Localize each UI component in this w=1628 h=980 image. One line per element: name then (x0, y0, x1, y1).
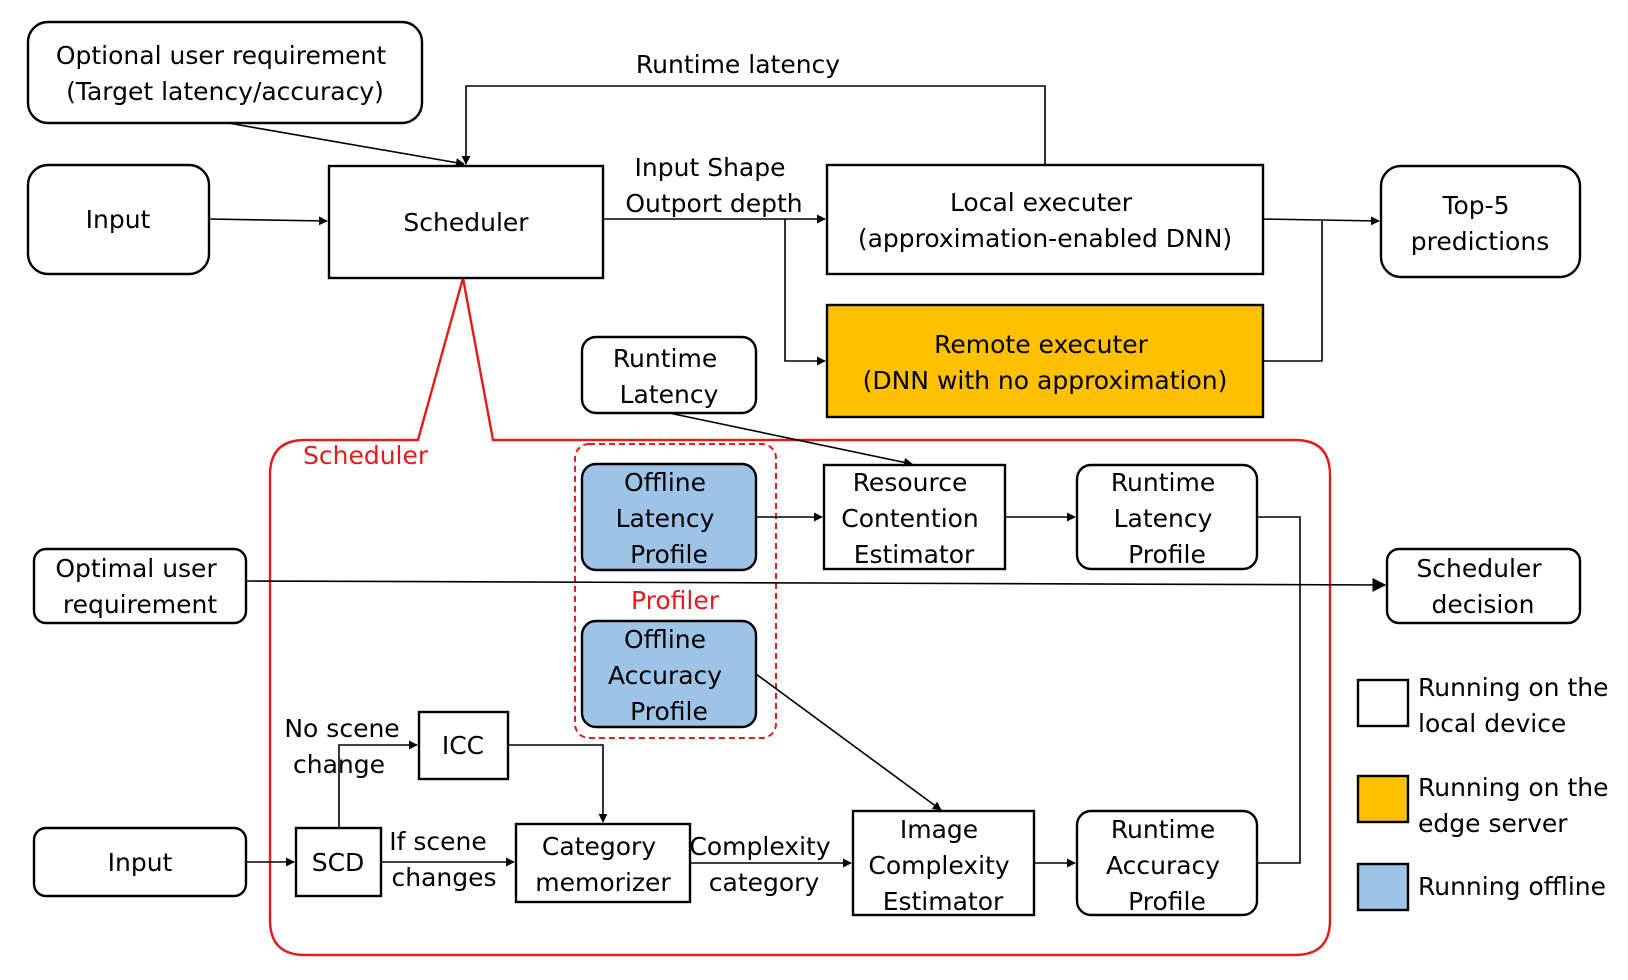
runtime-latency-profile-label: Runtime Latency Profile (1111, 468, 1223, 569)
top5-predictions-label: Top-5 predictions (1411, 191, 1549, 256)
arrow-input-to-scheduler (208, 216, 328, 226)
resource-contention-estimator-label: Resource Contention Estimator (841, 468, 986, 569)
scd-box (294, 826, 383, 898)
arrow-scd-to-icc (338, 740, 418, 828)
optimal-user-requirement-label: Optimal user requirement (55, 554, 224, 619)
input-label-bottom: Input (108, 848, 173, 877)
image-complexity-estimator-box (851, 809, 1036, 917)
image-complexity-estimator-label: Image Complexity Estimator (868, 815, 1017, 916)
remote-executer-box (825, 303, 1265, 419)
arrow-runtime-latency-to-contention (668, 412, 913, 467)
runtime-latency-input-label: Runtime Latency (613, 344, 725, 409)
arrow-user-req-to-scheduler (227, 122, 465, 168)
optional-user-requirement-box (26, 20, 424, 125)
scheduler-box (327, 164, 605, 280)
no-scene-change-label: No scene change (284, 714, 407, 779)
legend-edge-swatch (1356, 774, 1410, 824)
category-memorizer-box (514, 822, 692, 904)
icc-box (417, 710, 510, 781)
resource-contention-estimator-box (822, 463, 1007, 571)
scheduler-decision-box (1385, 547, 1582, 625)
category-memorizer-label: Category memorizer (535, 832, 671, 897)
complexity-category-label: Complexity category (689, 832, 838, 897)
scd-label: SCD (312, 848, 365, 877)
if-scene-changes-label: If scene changes (389, 827, 496, 892)
line-remote-to-top5 (1263, 221, 1323, 362)
local-executer-box (825, 163, 1265, 276)
arrow-offline-accuracy-to-image-complexity (755, 673, 942, 811)
scheduler-detail-label: Scheduler (303, 441, 429, 470)
input-label-top: Input (86, 205, 151, 234)
top5-predictions-box (1379, 164, 1582, 279)
offline-latency-profile-label: Offline Latency Profile (616, 468, 723, 569)
legend-offline-label: Running offline (1418, 872, 1606, 901)
scheduler-detail-outline (268, 277, 1332, 957)
line-runtime-accuracy-profile-out (1257, 585, 1301, 864)
local-executer-label: Local executer (approximation-enabled DN… (858, 188, 1232, 253)
input-shape-outport-depth-label: Input Shape Outport depth (625, 153, 802, 218)
legend-local-label: Running on the local device (1418, 673, 1616, 738)
line-runtime-latency-profile-out (1257, 516, 1301, 585)
optional-user-requirement-label: Optional user requirement (Target latenc… (56, 41, 394, 106)
offline-accuracy-profile-label: Offline Accuracy Profile (608, 625, 730, 726)
arrow-icc-to-category-memorizer (508, 744, 608, 823)
icc-label: ICC (442, 731, 484, 760)
arrow-runtime-latency-feedback (461, 85, 1046, 165)
arrow-user-req-to-decision (245, 577, 1387, 592)
arrow-local-to-top5 (1262, 216, 1380, 226)
profiler-group (574, 443, 777, 739)
profiler-label: Profiler (631, 586, 720, 615)
scheduler-decision-label: Scheduler decision (1416, 554, 1549, 619)
scheduler-label: Scheduler (403, 208, 529, 237)
legend-local-swatch (1356, 678, 1410, 728)
runtime-latency-feedback-label: Runtime latency (636, 50, 840, 79)
optimal-user-requirement-box (32, 547, 248, 625)
arrow-scheduler-to-remote (784, 219, 826, 366)
legend-offline-swatch (1356, 862, 1410, 912)
legend-edge-label: Running on the edge server (1418, 773, 1616, 838)
remote-executer-label: Remote executer (DNN with no approximati… (863, 330, 1228, 395)
runtime-accuracy-profile-label: Runtime Accuracy Profile (1106, 815, 1228, 916)
